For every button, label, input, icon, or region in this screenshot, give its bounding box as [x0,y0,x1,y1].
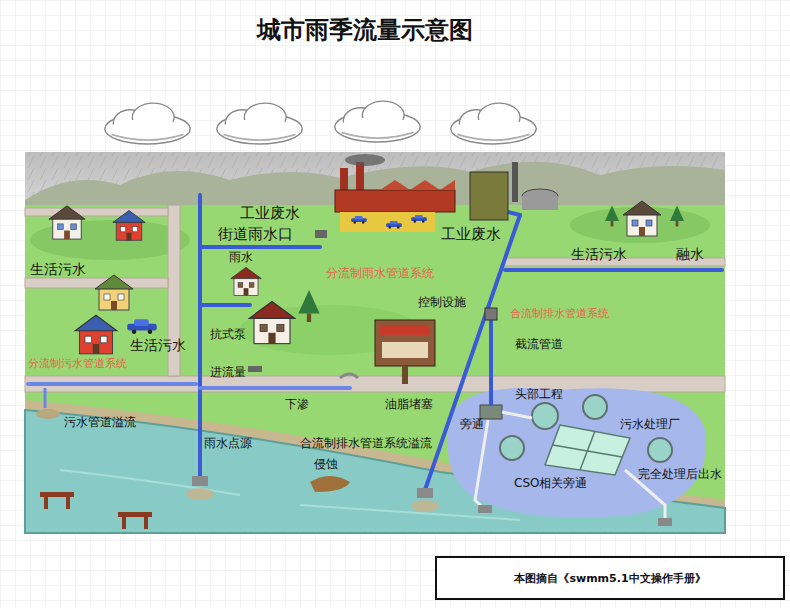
treatment-plant [448,388,707,526]
illustration-label: 工业废水 [441,226,501,243]
diagram-title: 城市雨季流量示意图 [0,14,730,46]
roads [25,205,725,392]
illustration-label: 分流制污水管道系统 [28,358,127,371]
illustration-label: 街道雨水口 [218,226,293,243]
clouds [105,101,537,144]
illustration-label: 下渗 [285,398,309,412]
illustration-label: 雨水 [229,251,253,265]
illustration-label: 完全处理后出水 [638,468,722,482]
caption-box: 本图摘自《swmm5.1中文操作手册》 [435,556,785,600]
illustration-label: 侵蚀 [314,458,338,472]
illustration-label: 合流制排水管道系统溢流 [300,437,432,451]
control-structure [485,308,497,320]
illustration-label: 合流制排水管道系统 [510,308,609,321]
illustration-label: 抗式泵 [210,328,246,342]
illustration-label: 生活污水 [571,246,627,262]
illustration-label: CSO相关旁通 [514,477,587,491]
caption-text: 本图摘自《swmm5.1中文操作手册》 [514,571,705,586]
illustration-label: 进流量 [210,366,246,380]
illustration-label: 分流制雨水管道系统 [326,267,434,281]
illustration-label: 旁通 [460,418,484,432]
buildings [49,201,684,384]
illustration-label: 头部工程 [515,388,563,402]
illustration-label: 油脂堵塞 [385,398,433,412]
illustration-label: 生活污水 [30,261,86,277]
illustration-label: 工业废水 [240,205,300,222]
illustration-label: 融水 [676,246,704,262]
illustration-label: 污水管道溢流 [64,416,136,430]
picnic-tables [40,492,152,529]
illustration-label: 雨水点源 [204,437,252,451]
illustration-label: 生活污水 [130,337,186,353]
factory [335,154,558,232]
illustration-label: 截流管道 [515,338,563,352]
outfalls [36,230,439,512]
illustration-label: 污水处理厂 [620,418,680,432]
illustration-label: 控制设施 [418,296,466,310]
landscape [25,152,725,533]
pipes [28,195,722,490]
